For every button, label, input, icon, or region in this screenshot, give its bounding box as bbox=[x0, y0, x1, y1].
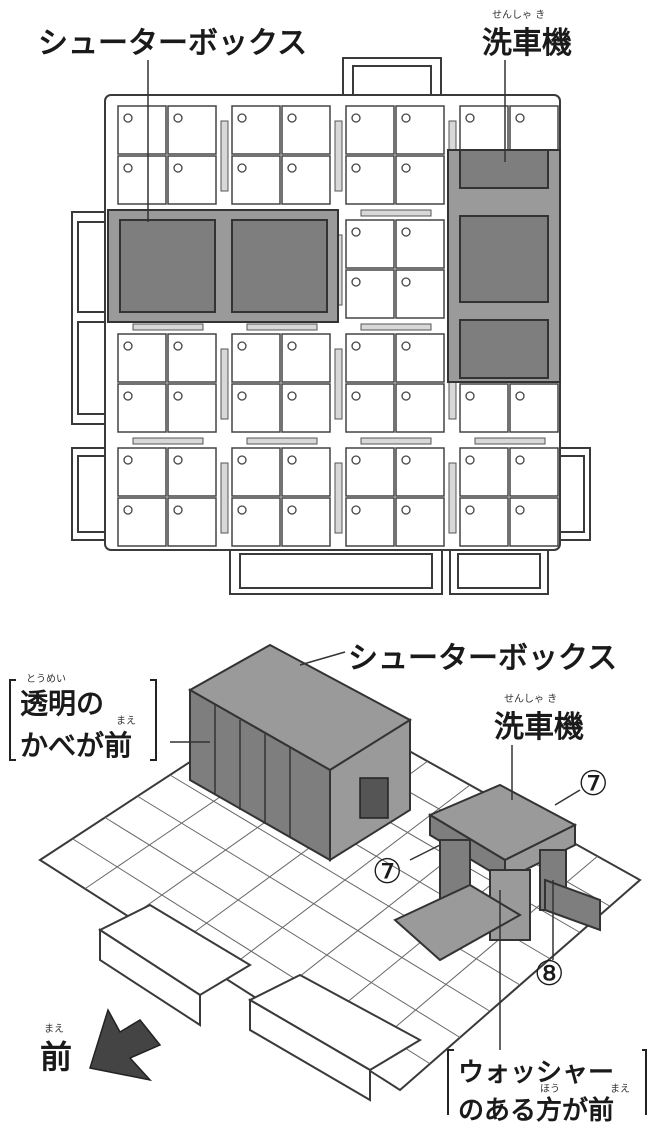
peg-hole bbox=[351, 505, 361, 515]
peg-hole bbox=[173, 113, 183, 123]
peg-hole bbox=[401, 391, 411, 401]
peg-hole bbox=[351, 227, 361, 237]
shooter-box-top bbox=[107, 209, 339, 323]
peg-hole bbox=[287, 163, 297, 173]
connector-slot bbox=[360, 437, 432, 445]
peg-hole bbox=[465, 113, 475, 123]
peg-hole bbox=[123, 455, 133, 465]
bottom-tab-left bbox=[229, 547, 443, 595]
washer-bracket bbox=[447, 1049, 647, 1115]
connector-slot bbox=[334, 462, 343, 534]
peg-hole bbox=[287, 391, 297, 401]
top-view-diagram bbox=[71, 57, 591, 595]
peg-hole bbox=[401, 455, 411, 465]
persp-car-wash-ruby: せんしゃ き bbox=[504, 694, 558, 705]
connector-slot bbox=[220, 348, 229, 420]
peg-hole bbox=[287, 455, 297, 465]
peg-hole bbox=[237, 113, 247, 123]
peg-hole bbox=[465, 505, 475, 515]
connector-slot bbox=[334, 348, 343, 420]
washer-line2-ruby-hou: ほう bbox=[540, 1084, 560, 1095]
peg-hole bbox=[351, 113, 361, 123]
peg-hole bbox=[351, 163, 361, 173]
top-shooter-box-label: シューターボックス bbox=[38, 26, 308, 61]
peg-hole bbox=[515, 391, 525, 401]
peg-hole bbox=[515, 113, 525, 123]
peg-hole bbox=[173, 505, 183, 515]
front-connector-left bbox=[97, 903, 252, 1027]
connector-slot bbox=[246, 323, 318, 331]
persp-car-wash-label: 洗車機 bbox=[494, 710, 584, 745]
peg-hole bbox=[515, 455, 525, 465]
peg-hole bbox=[173, 163, 183, 173]
peg-hole bbox=[401, 505, 411, 515]
peg-hole bbox=[237, 505, 247, 515]
transparent-wall-line1-ruby: とうめい bbox=[26, 674, 66, 685]
peg-hole bbox=[401, 341, 411, 351]
transparent-wall-line1: 透明の bbox=[20, 687, 105, 720]
grid-cell bbox=[117, 155, 167, 205]
front-arrow bbox=[89, 1008, 162, 1082]
peg-hole bbox=[515, 505, 525, 515]
connector-slot bbox=[474, 437, 546, 445]
peg-hole bbox=[465, 455, 475, 465]
peg-hole bbox=[123, 391, 133, 401]
connector-slot bbox=[220, 120, 229, 192]
peg-hole bbox=[351, 341, 361, 351]
shooter-box-3d bbox=[187, 643, 412, 862]
washer-line1: ウォッシャー bbox=[458, 1058, 615, 1088]
connector-slot bbox=[220, 462, 229, 534]
connector-slot bbox=[334, 120, 343, 192]
peg-hole bbox=[351, 455, 361, 465]
peg-hole bbox=[123, 341, 133, 351]
front-connector-right bbox=[247, 973, 423, 1102]
connector-slot bbox=[246, 437, 318, 445]
transparent-wall-line2: かべが前 bbox=[20, 729, 133, 762]
washer-line2-ruby-mae: まえ bbox=[610, 1084, 630, 1095]
peg-hole bbox=[351, 391, 361, 401]
peg-hole bbox=[173, 391, 183, 401]
peg-hole bbox=[465, 391, 475, 401]
peg-hole bbox=[237, 163, 247, 173]
front-ruby: まえ bbox=[44, 1024, 64, 1035]
top-car-wash-ruby: せんしゃ き bbox=[492, 10, 546, 21]
peg-hole bbox=[401, 227, 411, 237]
persp-shooter-box-pointer bbox=[299, 651, 346, 666]
peg-hole bbox=[401, 113, 411, 123]
peg-hole bbox=[123, 113, 133, 123]
connector-slot bbox=[448, 462, 457, 534]
peg-hole bbox=[123, 163, 133, 173]
part-8-label: ⑧ bbox=[534, 954, 565, 994]
car-wash-top bbox=[447, 149, 561, 383]
connector-slot bbox=[132, 437, 204, 445]
transparent-wall-bracket bbox=[9, 679, 157, 761]
peg-hole bbox=[287, 113, 297, 123]
persp-shooter-box-label: シューターボックス bbox=[348, 641, 618, 676]
peg-hole bbox=[237, 455, 247, 465]
peg-hole bbox=[123, 505, 133, 515]
part-7b-pointer bbox=[409, 844, 441, 861]
part-7a-label: ⑦ bbox=[578, 764, 609, 804]
connector-slot bbox=[132, 323, 204, 331]
peg-hole bbox=[287, 505, 297, 515]
peg-hole bbox=[287, 341, 297, 351]
bottom-tab-right bbox=[449, 547, 549, 595]
transparent-wall-line2-ruby: まえ bbox=[116, 716, 136, 727]
peg-hole bbox=[237, 341, 247, 351]
peg-hole bbox=[173, 341, 183, 351]
perspective-grid-line bbox=[219, 784, 471, 976]
part-7a-pointer bbox=[554, 789, 581, 806]
connector-slot bbox=[360, 323, 432, 331]
top-car-wash-label: 洗車機 bbox=[482, 26, 572, 61]
peg-hole bbox=[237, 391, 247, 401]
peg-hole bbox=[401, 163, 411, 173]
peg-hole bbox=[401, 277, 411, 287]
part-7b-label: ⑦ bbox=[372, 852, 403, 892]
washer-line2: のある方が前 bbox=[458, 1096, 615, 1126]
peg-hole bbox=[351, 277, 361, 287]
peg-hole bbox=[173, 455, 183, 465]
connector-slot bbox=[360, 209, 432, 217]
front-label: 前 bbox=[40, 1038, 73, 1076]
